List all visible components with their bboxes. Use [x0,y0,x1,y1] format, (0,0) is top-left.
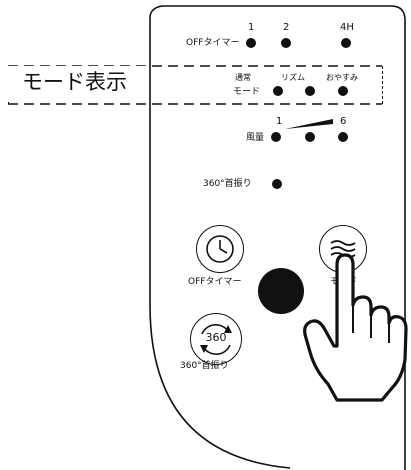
mode-indicator-normal [273,86,283,96]
rotate-360-icon [200,324,232,355]
timer-value-2: 2 [283,22,290,33]
mode-row-label: モード [233,87,261,97]
timer-button[interactable] [196,225,244,273]
mode-indicator-rhythm [305,86,315,96]
wind-indicator-low [271,132,281,142]
clock-icon [206,235,234,263]
mode-frame-right-edge [382,66,383,104]
wind-indicator-mid [305,132,315,142]
timer-row-label: OFFタイマー [186,38,240,48]
timer-value-4h: 4H [340,22,354,33]
timer-button-label: OFFタイマー [188,277,242,287]
swing-indicator [272,179,282,189]
swing-button-label: 360°首振り [180,361,229,371]
wind-min-label: 1 [276,116,283,127]
timer-value-1: 1 [248,22,255,33]
mode-callout-label: モード表示 [22,70,127,94]
mode-option-rhythm: リズム [281,73,305,82]
timer-indicator-1 [246,38,256,48]
mode-option-sleep: おやすみ [326,73,358,82]
wind-max-label: 6 [340,116,347,127]
swing-button[interactable]: 360 [190,313,242,365]
timer-indicator-2 [281,38,291,48]
wind-indicator-high [338,132,348,142]
mode-option-normal: 通常 [235,73,251,82]
wind-row-label: 風量 [246,133,265,143]
power-button[interactable] [258,268,304,314]
swing-row-label: 360°首振り [203,179,252,189]
swing-icon-text: 360 [205,331,227,344]
mode-callout-backdrop [8,66,148,102]
timer-indicator-4h [341,38,351,48]
mode-indicator-sleep [338,86,348,96]
